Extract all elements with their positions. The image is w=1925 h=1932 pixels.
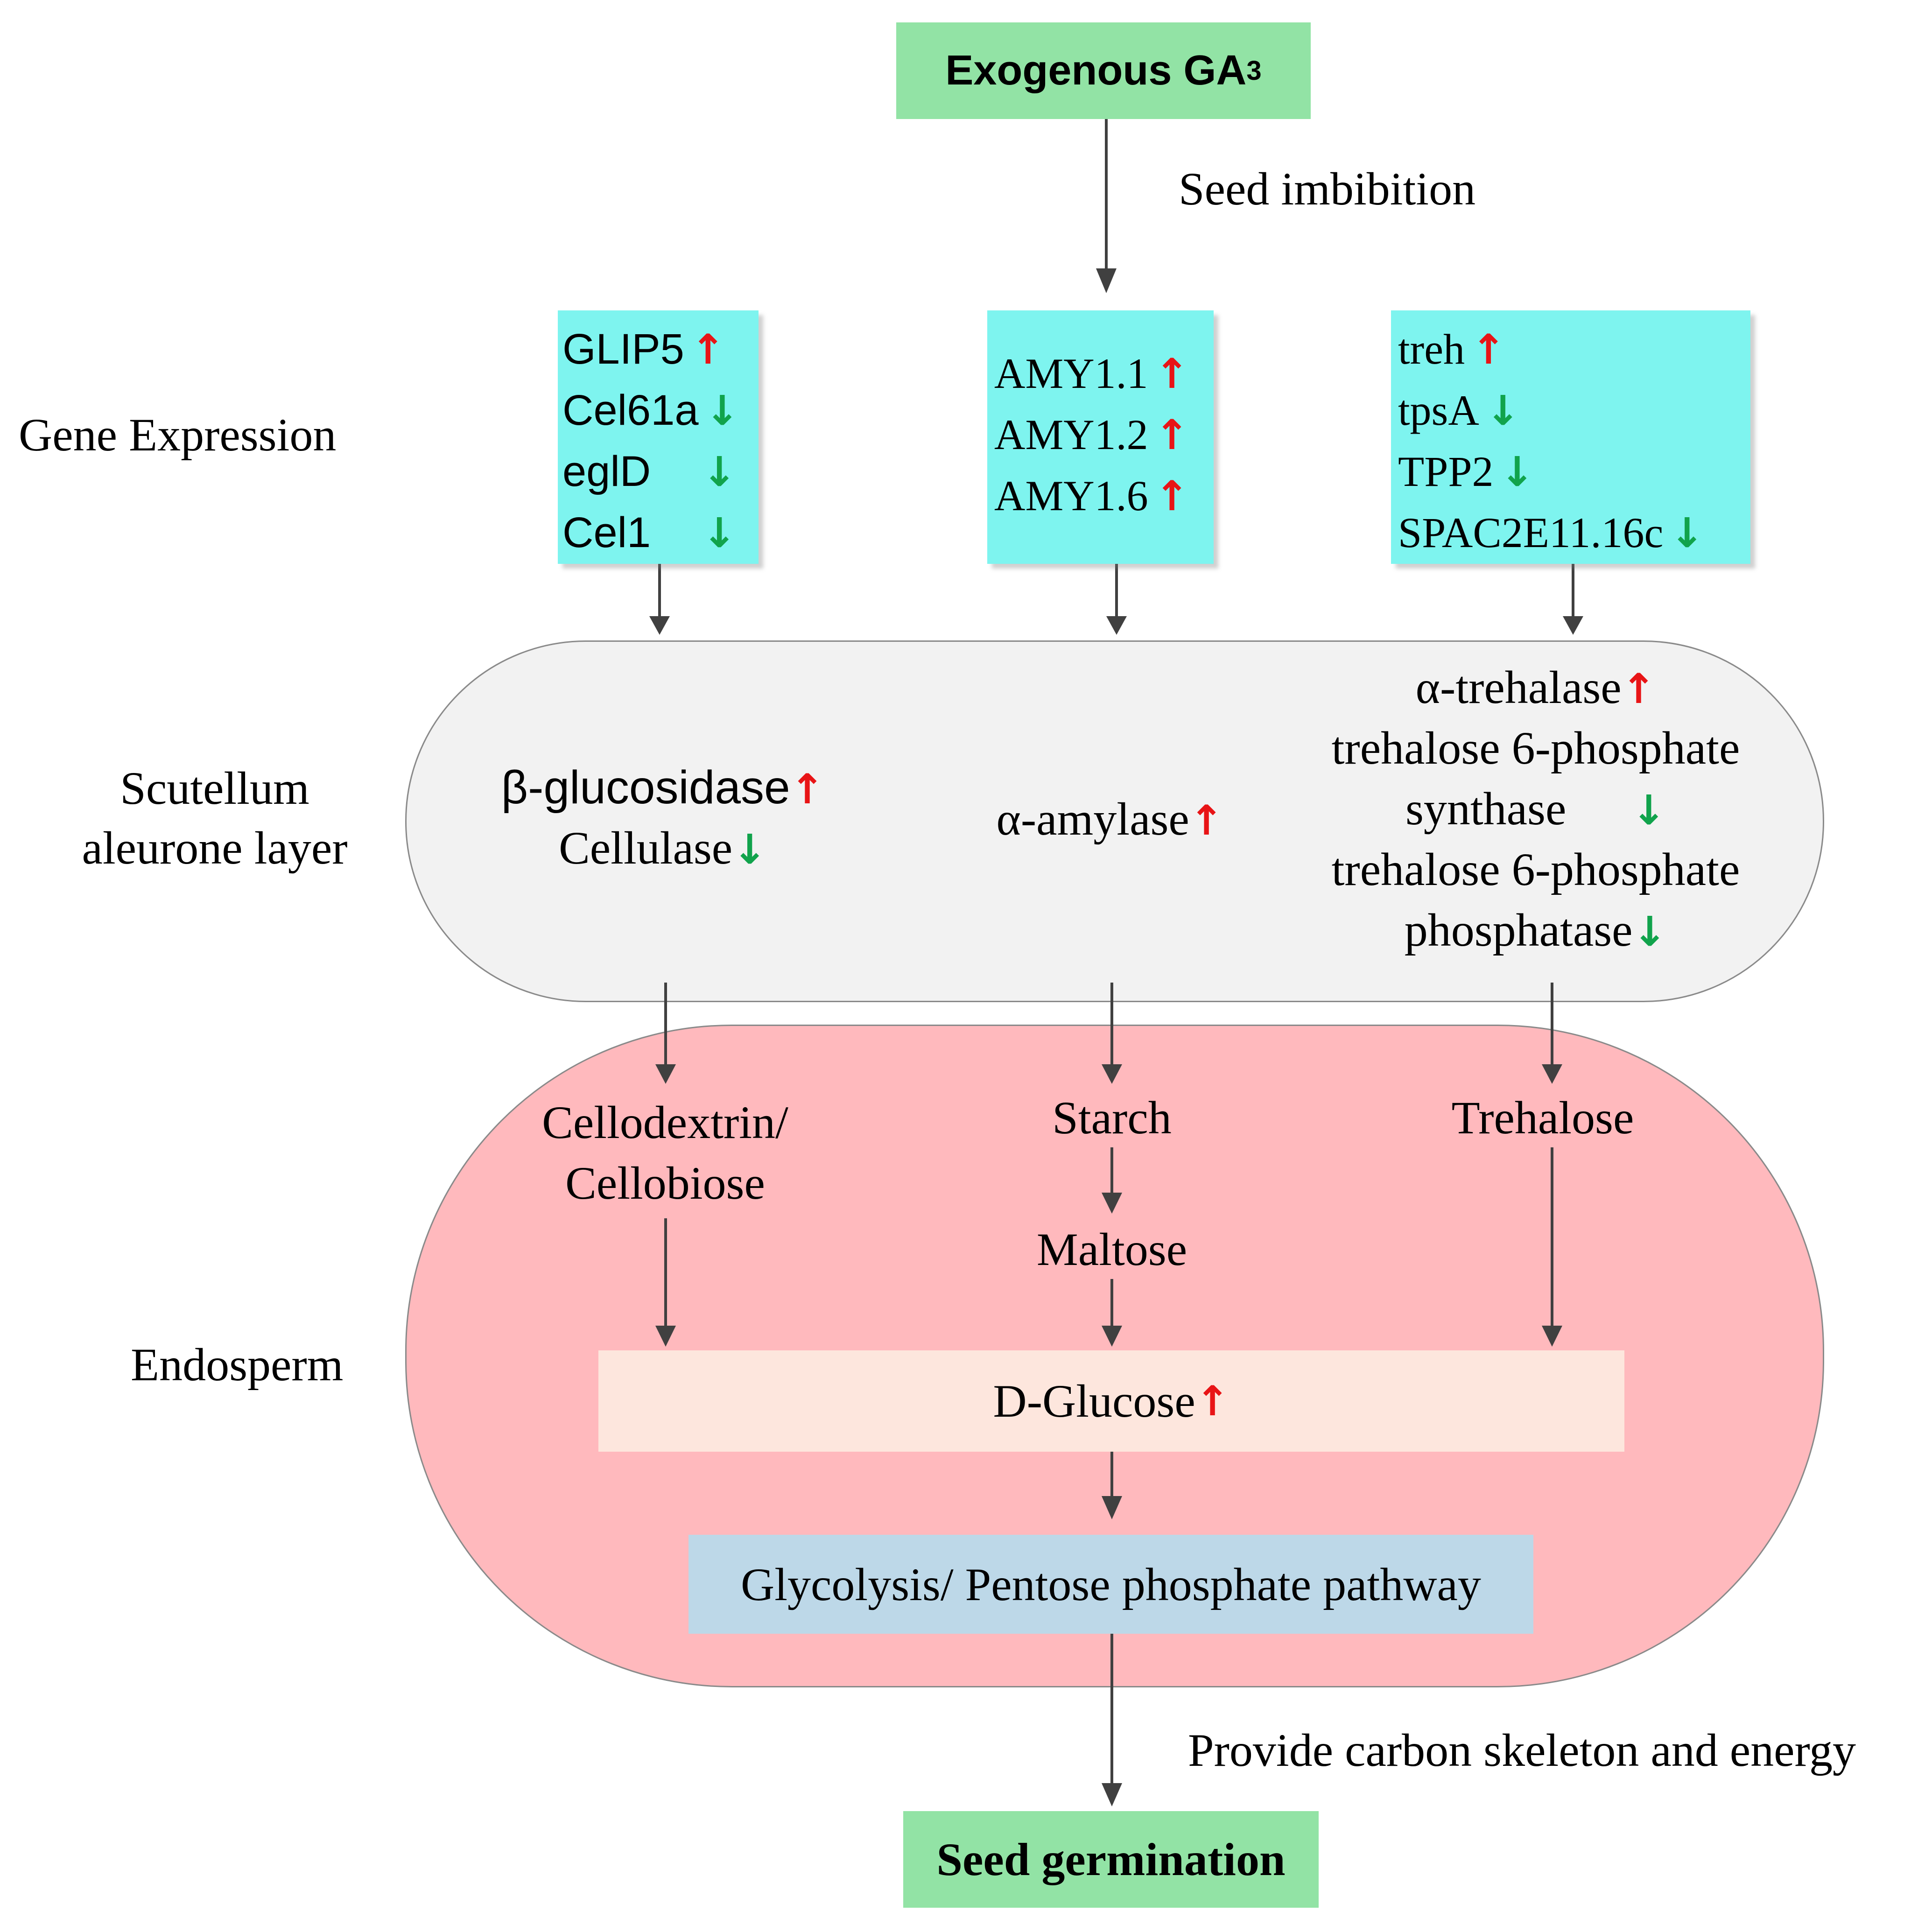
gene-row: AMY1.1↑ [994, 343, 1214, 404]
gene-row: AMY1.2↑ [994, 404, 1214, 465]
gene-row: Cel61a↓ [562, 380, 759, 441]
tps-line1: trehalose 6-phosphate [1331, 722, 1740, 774]
endosperm-label: Endosperm [131, 1339, 344, 1391]
arrow-down-icon: ↓ [1632, 907, 1667, 955]
arrowhead [1563, 616, 1583, 635]
scutellum-label-line2: aleurone layer [82, 822, 348, 874]
gene-list: GLIP5↑Cel61a↓eglD↓Cel1↓ [562, 319, 759, 563]
cellulase-label: Cellulase [559, 822, 733, 874]
gene-list: AMY1.1↑AMY1.2↑AMY1.6↑ [994, 343, 1214, 527]
energy-label: Provide carbon skeleton and energy [1188, 1724, 1856, 1776]
gene-row: treh↑ [1398, 319, 1750, 380]
gene-row: SPAC2E11.16c↓ [1398, 502, 1750, 563]
arrowhead [655, 1326, 676, 1347]
phosphatase-label: phosphatase [1404, 904, 1633, 956]
alpha-trehalase-label: α-trehalase [1415, 661, 1622, 713]
arrow-up-icon: ↑ [1154, 472, 1189, 520]
cellodextrin-line1: Cellodextrin/ [542, 1096, 788, 1148]
arrow-up-icon: ↑ [1471, 325, 1506, 373]
alpha-amylase-row: α-amylase↑ [996, 789, 1223, 851]
gene-row: TPP2↓ [1398, 441, 1750, 502]
arrowhead [1542, 1326, 1562, 1347]
arrowhead [1102, 1064, 1122, 1084]
arrowhead [1096, 268, 1117, 293]
tpp-line1: trehalose 6-phosphate [1331, 843, 1740, 895]
beta-glucosidase-row: β-glucosidase↑ [501, 757, 825, 820]
arrow-up-icon: ↑ [1621, 665, 1656, 713]
gene-name: AMY1.1 [994, 350, 1148, 397]
exogenous-ga3-label: Exogenous GA [945, 47, 1247, 94]
gene-name: Cel61a [562, 386, 699, 434]
arrow-up-icon: ↑ [1189, 796, 1224, 844]
scutellum-region [405, 640, 1824, 1002]
gene-row: eglD ↓ [562, 441, 759, 502]
starch-label: Starch [1052, 1092, 1172, 1144]
arrow-down-icon: ↓ [702, 509, 737, 557]
gene-row: AMY1.6↑ [994, 465, 1214, 527]
tps-line2-row: synthase ↓ [1405, 779, 1666, 841]
arrowhead [1102, 1496, 1122, 1519]
gene-row: GLIP5↑ [562, 319, 759, 380]
arrow-up-icon: ↑ [1195, 1377, 1230, 1425]
arrow-down-icon: ↓ [1485, 386, 1520, 435]
alpha-trehalase-row: α-trehalase↑ [1416, 657, 1656, 719]
gene-name: GLIP5 [562, 325, 684, 373]
arrow-up-icon: ↑ [1154, 350, 1189, 398]
gene-name: TPP2 [1398, 448, 1494, 495]
gene-box-cellulose: GLIP5↑Cel61a↓eglD↓Cel1↓ [558, 310, 759, 564]
arrowhead [649, 616, 670, 635]
gene-name: Cel1 [562, 509, 651, 556]
cellodextrin-label: Cellodextrin/ Cellobiose [542, 1092, 788, 1214]
gene-expression-label: Gene Expression [19, 409, 337, 461]
gene-box-amylase: AMY1.1↑AMY1.2↑AMY1.6↑ [987, 310, 1214, 564]
gene-name: SPAC2E11.16c [1398, 509, 1664, 556]
alpha-amylase-label: α-amylase [996, 793, 1189, 845]
cellulase-row: Cellulase↓ [559, 818, 767, 880]
arrow-up-icon: ↑ [1154, 411, 1189, 459]
arrowhead [1106, 616, 1127, 635]
gene-name: treh [1398, 325, 1465, 373]
scutellum-label: Scutellum aleurone layer [47, 759, 383, 878]
gene-row: tpsA↓ [1398, 380, 1750, 441]
cellodextrin-line2: Cellobiose [565, 1157, 765, 1209]
arrow-down-icon: ↓ [732, 825, 767, 873]
gene-name: eglD [562, 448, 651, 495]
glycolysis-label: Glycolysis/ Pentose phosphate pathway [741, 1558, 1481, 1610]
seed-imbibition-label: Seed imbibition [1179, 163, 1476, 215]
arrow-down-icon: ↓ [1670, 509, 1705, 557]
synthase-label: synthase [1405, 783, 1567, 835]
arrow-down-icon: ↓ [1631, 786, 1666, 834]
trehalose-label: Trehalose [1451, 1092, 1634, 1144]
gene-name: tpsA [1398, 386, 1479, 434]
gene-name: AMY1.6 [994, 472, 1148, 520]
arrowhead [1102, 1326, 1122, 1347]
arrow-down-icon: ↓ [702, 448, 737, 496]
arrowhead [1102, 1783, 1122, 1806]
d-glucose-label: D-Glucose [993, 1375, 1195, 1427]
arrowhead [655, 1064, 676, 1084]
tpp-line2-row: phosphatase↓ [1405, 900, 1667, 962]
maltose-label: Maltose [1036, 1223, 1187, 1275]
scutellum-label-line1: Scutellum [120, 762, 309, 814]
gene-list: treh↑tpsA↓TPP2↓SPAC2E11.16c↓ [1398, 319, 1750, 563]
arrow-down-icon: ↓ [1500, 448, 1535, 496]
arrow-down-icon: ↓ [705, 386, 740, 435]
arrowhead [1102, 1193, 1122, 1214]
gene-row: Cel1 ↓ [562, 502, 759, 563]
gene-box-trehalose: treh↑tpsA↓TPP2↓SPAC2E11.16c↓ [1391, 310, 1750, 564]
seed-germination-label: Seed germination [936, 1834, 1286, 1885]
d-glucose-box: D-Glucose↑ [598, 1350, 1624, 1452]
arrow-up-icon: ↑ [690, 325, 725, 373]
seed-germination-box: Seed germination [903, 1811, 1319, 1908]
gene-name: AMY1.2 [994, 411, 1148, 458]
arrow-up-icon: ↑ [790, 765, 825, 813]
ga3-subscript: 3 [1246, 56, 1262, 86]
beta-glucosidase-label: β-glucosidase [501, 761, 790, 814]
arrowhead [1542, 1064, 1562, 1084]
glycolysis-box: Glycolysis/ Pentose phosphate pathway [689, 1535, 1533, 1634]
